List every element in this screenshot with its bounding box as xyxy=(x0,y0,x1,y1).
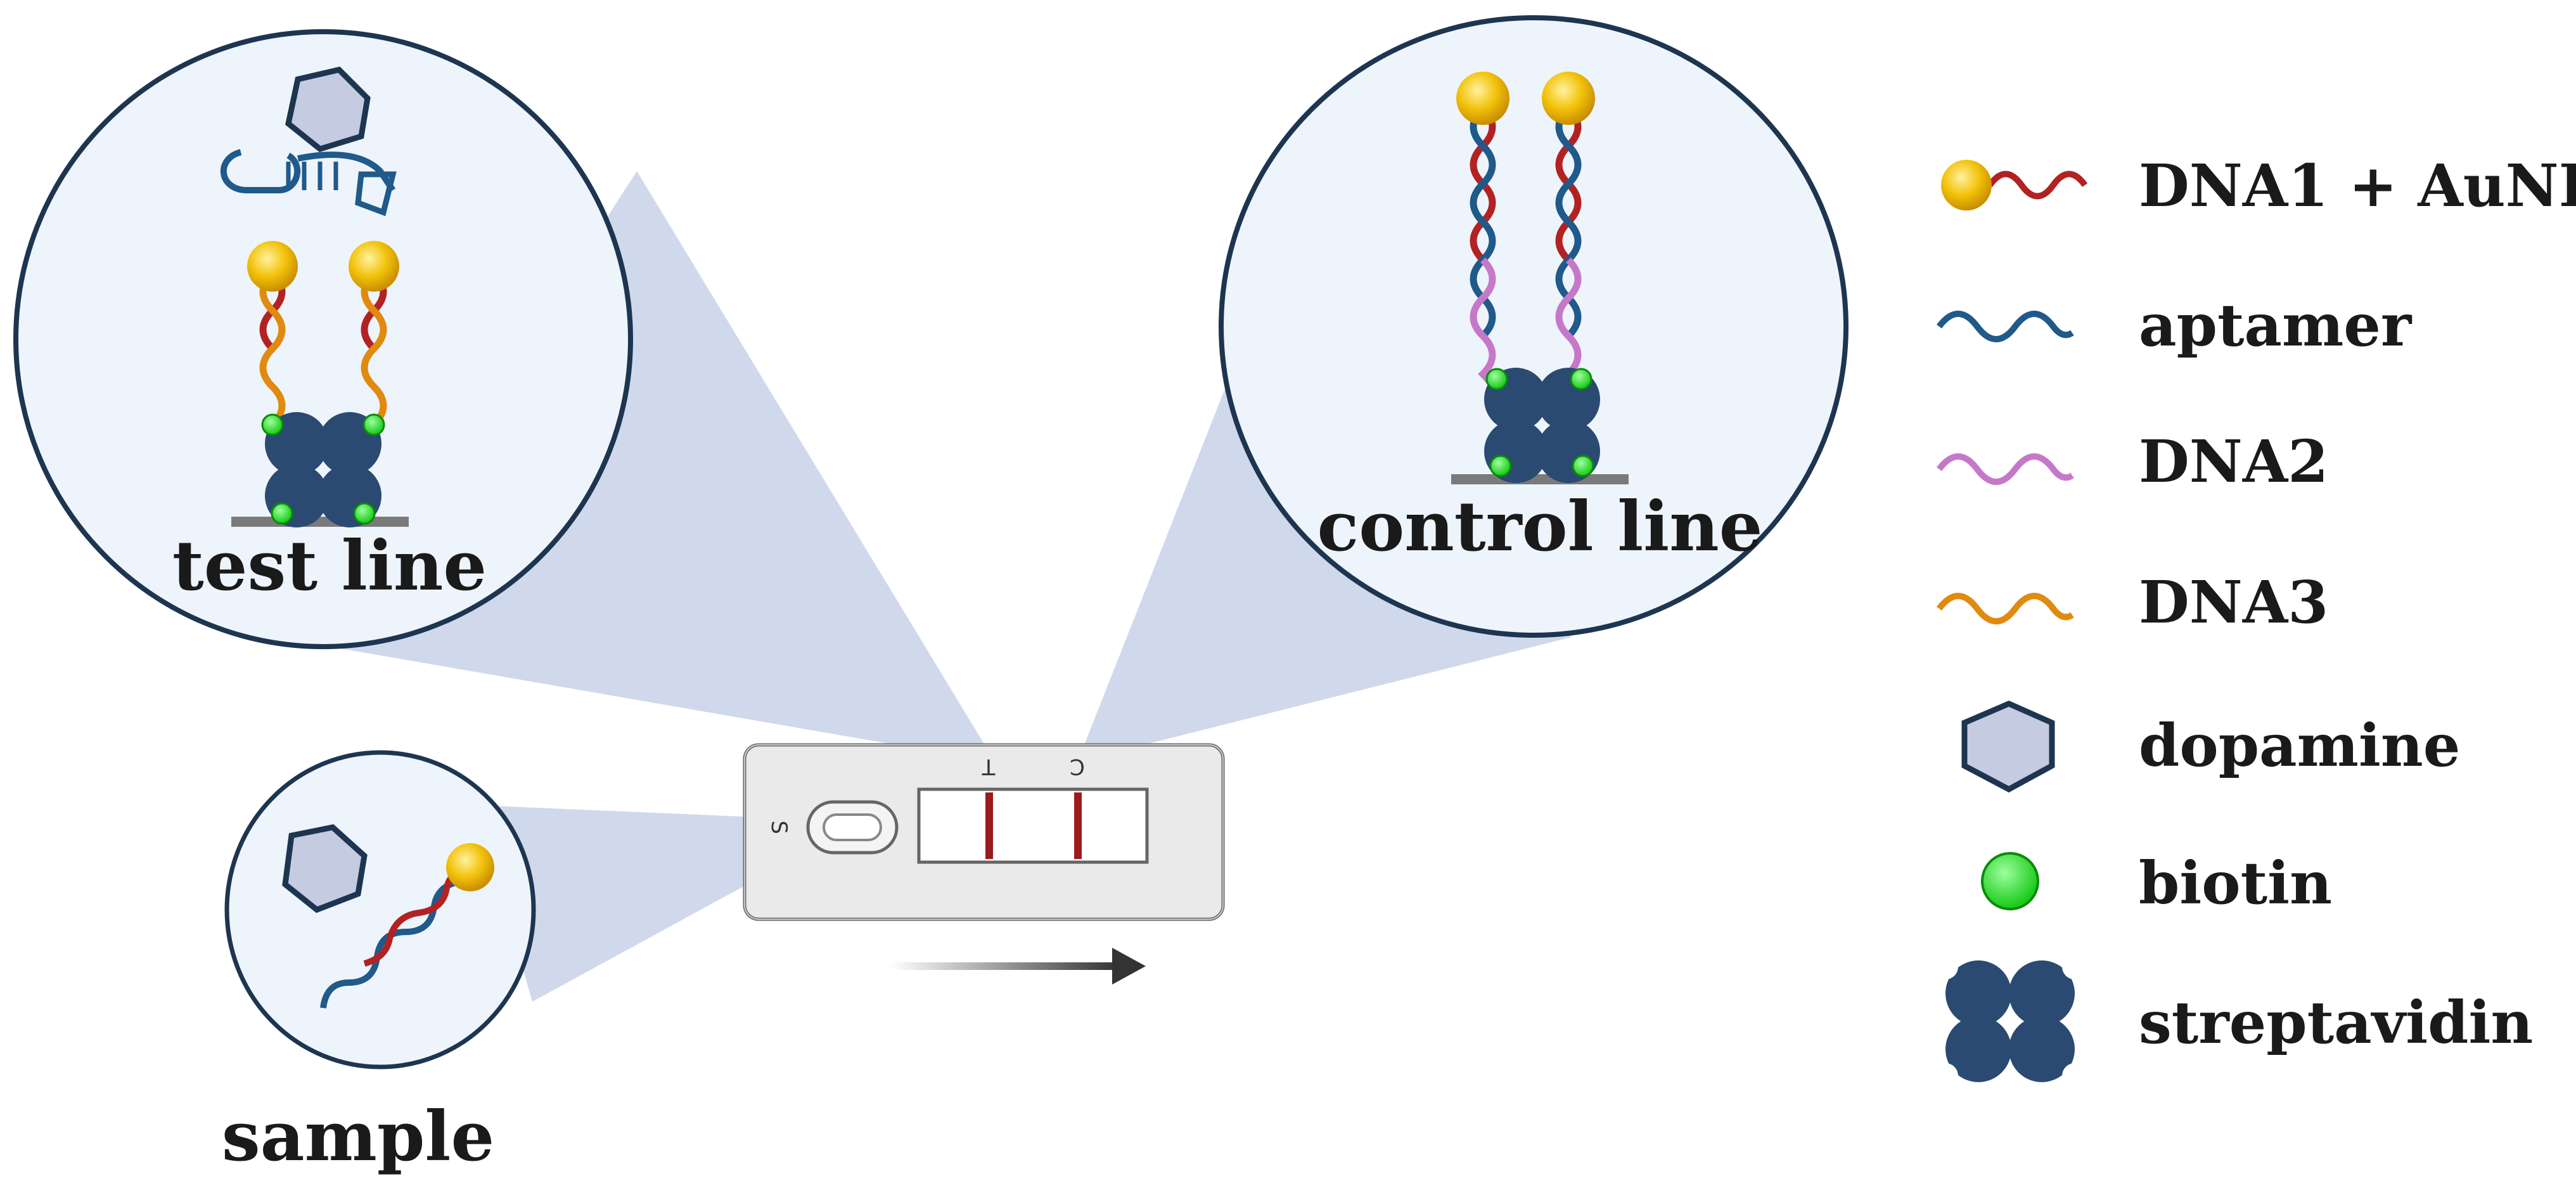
legend-label: DNA3 xyxy=(2139,568,2328,636)
biotin-dot xyxy=(271,502,293,525)
dopamine-aptamer-complex xyxy=(221,67,397,216)
gold-nanoparticle xyxy=(349,241,399,292)
legend-item-dna2: DNA2 xyxy=(1937,427,2328,496)
streptavidin-complex xyxy=(231,412,409,527)
streptavidin-icon xyxy=(1933,954,2087,1088)
biotin-dot-icon xyxy=(1981,852,2039,910)
control-line-zoom: control line xyxy=(1219,15,1849,638)
gold-nanoparticle-dna-icon xyxy=(1941,160,2088,210)
biotin-dot xyxy=(261,413,284,436)
sample-label: sample xyxy=(222,1097,494,1177)
biotin-dot xyxy=(1489,455,1512,477)
gold-nanoparticle xyxy=(1456,72,1509,125)
legend-item-aptamer: aptamer xyxy=(1937,291,2413,359)
test-band xyxy=(985,792,993,859)
legend-item-dopamine: dopamine xyxy=(1961,701,2460,793)
dopamine-molecule xyxy=(285,67,371,153)
aptamer-strand-icon xyxy=(1937,311,2074,342)
biotin-dot xyxy=(353,502,376,525)
test-line-zoom: test line xyxy=(13,29,633,649)
aptamer-strand xyxy=(320,878,463,1009)
dna3-strand-icon xyxy=(1937,593,2074,624)
gold-nanoparticle xyxy=(247,241,298,292)
gold-nanoparticle xyxy=(446,843,494,891)
membrane-line xyxy=(231,517,409,527)
streptavidin-complex xyxy=(1451,368,1629,484)
legend-item-dna1-aunp: DNA1 + AuNP xyxy=(1941,152,2576,220)
test-line-circle xyxy=(13,29,633,649)
legend-item-biotin: biotin xyxy=(1981,849,2332,917)
legend-label: dopamine xyxy=(2139,711,2460,780)
legend-item-streptavidin: streptavidin xyxy=(1933,954,2533,1088)
sample-port-label: S xyxy=(766,820,791,834)
control-mark: C xyxy=(1070,754,1085,779)
legend: DNA1 + AuNP aptamer DNA2 DNA3 dopamine b… xyxy=(1933,152,2576,1088)
sample-circle xyxy=(224,750,536,1069)
test-line-beam xyxy=(330,171,989,758)
biotin-dot xyxy=(362,413,385,436)
sample-zoom: sample xyxy=(222,750,536,1177)
test-mark: T xyxy=(982,754,996,779)
control-band xyxy=(1074,792,1082,859)
legend-label: biotin xyxy=(2139,849,2332,917)
dopamine-hexagon-icon xyxy=(1961,701,2055,793)
membrane-line xyxy=(1451,474,1629,484)
dna2-strand-icon xyxy=(1937,453,2074,485)
dna3-strand xyxy=(259,270,286,427)
dna1-strand xyxy=(363,865,470,967)
biotin-dot xyxy=(1572,455,1594,477)
biotin-dot xyxy=(1570,368,1592,391)
legend-label: DNA1 + AuNP xyxy=(2139,152,2576,220)
lateral-flow-strip: S T C xyxy=(743,743,1225,921)
control-line-label: control line xyxy=(1317,487,1762,567)
legend-label: DNA2 xyxy=(2139,427,2328,496)
dopamine-molecule xyxy=(282,824,368,914)
legend-label: streptavidin xyxy=(2139,988,2533,1057)
result-window xyxy=(917,787,1149,864)
biotin-dot xyxy=(1485,368,1508,391)
flow-direction-arrow xyxy=(890,948,1146,985)
dna3-strand xyxy=(361,270,387,427)
legend-label: aptamer xyxy=(2139,291,2413,359)
legend-item-dna3: DNA3 xyxy=(1937,568,2328,636)
test-line-label: test line xyxy=(172,526,487,606)
gold-nanoparticle xyxy=(1542,72,1595,125)
control-line-circle xyxy=(1219,15,1849,638)
